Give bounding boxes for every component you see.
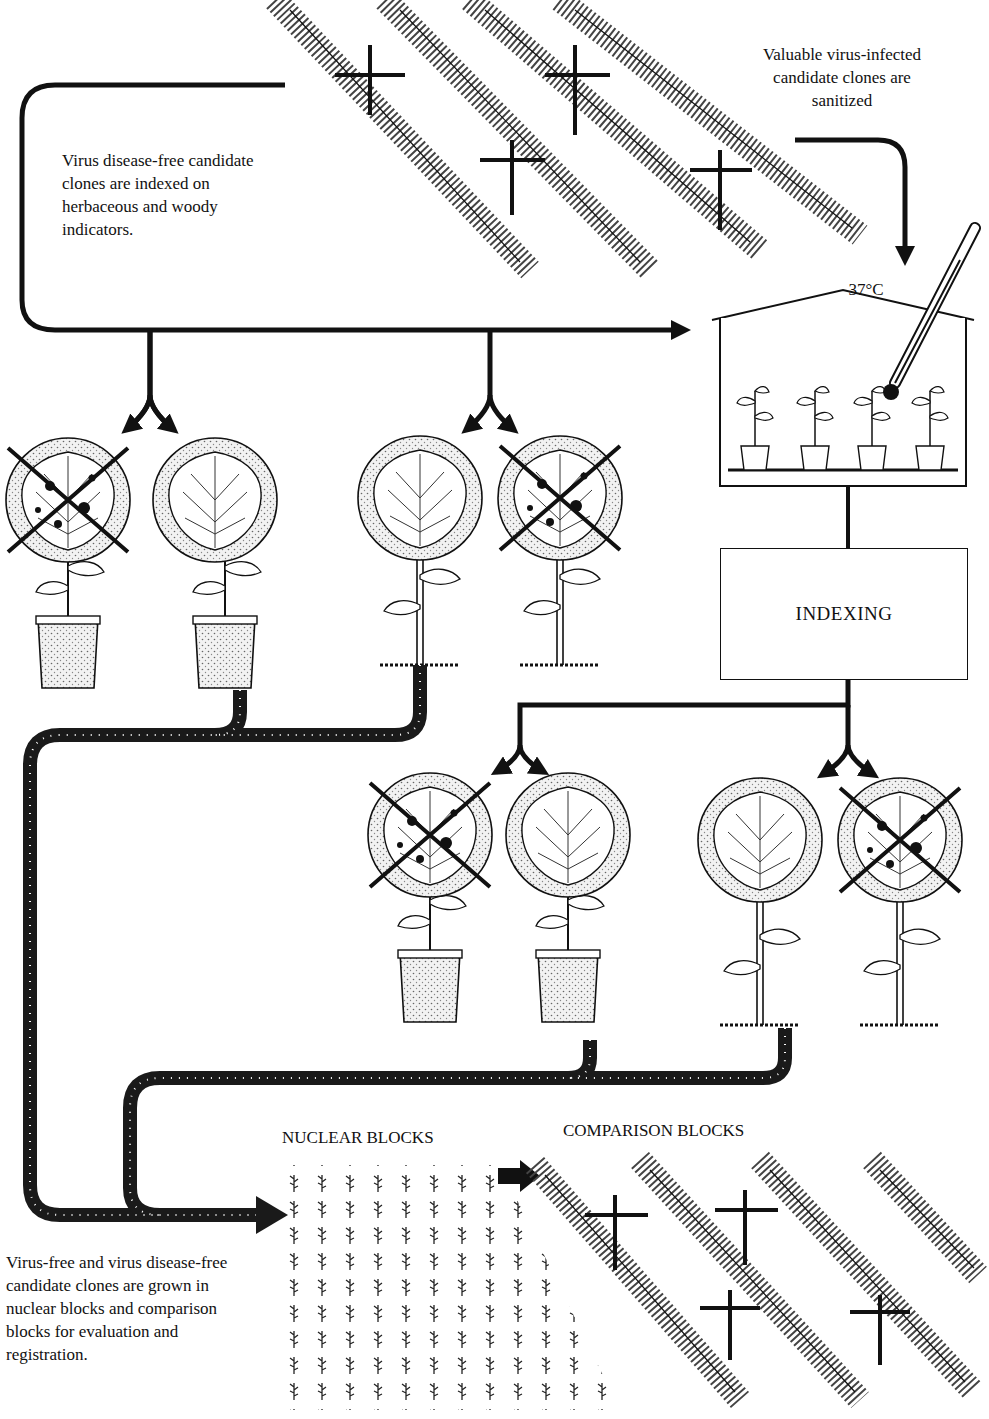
note-text: Virus-free and virus disease-free candid… (6, 1252, 238, 1367)
box-label: INDEXING (796, 603, 893, 625)
note-text: Virus disease-free candidate clones are … (62, 150, 267, 242)
vineyard (535, 1160, 978, 1400)
greenhouse (712, 228, 975, 486)
block-label: NUCLEAR BLOCKS (282, 1127, 492, 1150)
note-text: Valuable virus-infected candidate clones… (742, 44, 942, 113)
process-box: INDEXING (720, 548, 968, 680)
temperature-label: 37°C (838, 279, 894, 302)
block-label: COMPARISON BLOCKS (563, 1120, 813, 1143)
stippled-arrow (30, 665, 785, 1234)
vineyard (275, 0, 860, 270)
